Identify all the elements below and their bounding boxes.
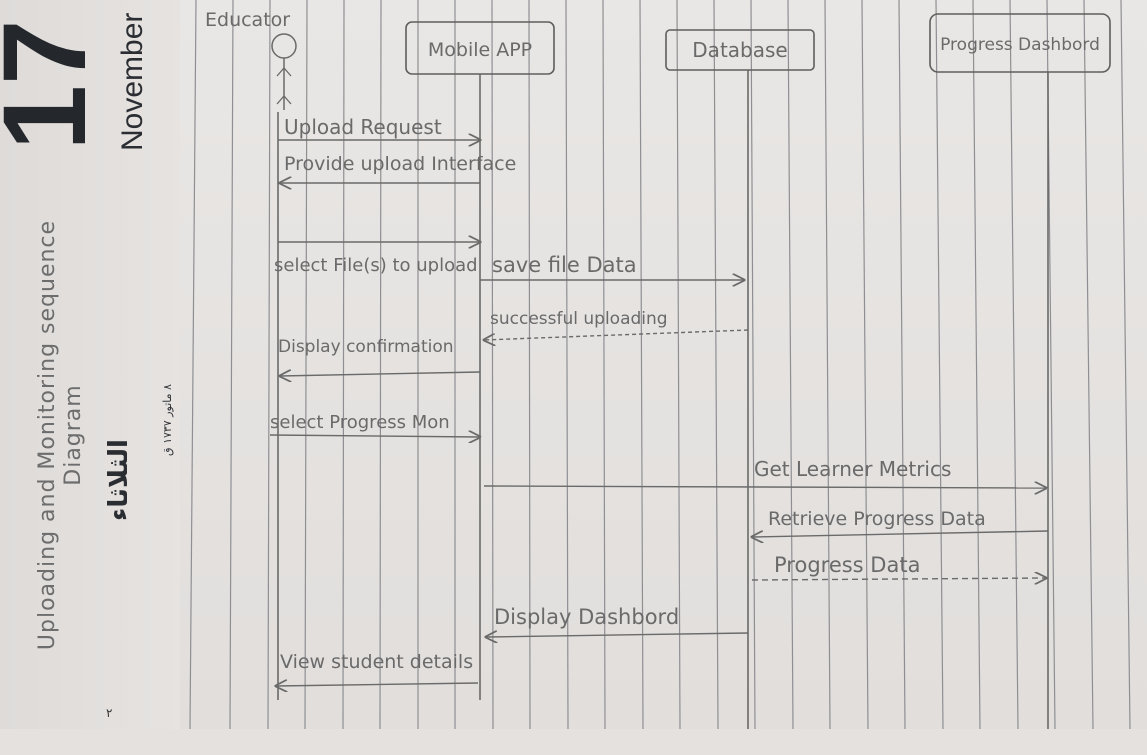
participant-dashboard: Progress Dashbord (929, 13, 1111, 73)
planner-margin: 17 November الثلاثاء ٨ ماتور ١٧٣٧ ق ٢ (0, 0, 180, 729)
actor-head-icon (271, 33, 297, 59)
message-m7-label: select Progress Mon (270, 412, 450, 433)
notebook-page: 17 November الثلاثاء ٨ ماتور ١٧٣٧ ق ٢ Up… (0, 0, 1147, 729)
corner-mark: ٢ (106, 706, 113, 720)
participant-actor-label: Educator (205, 9, 290, 31)
message-m2-label: Provide upload Interface (284, 153, 516, 175)
arrow-m6 (280, 372, 481, 376)
arrow-m10 (751, 578, 1046, 580)
message-m6-label: Display confirmation (278, 337, 454, 357)
message-m9-label: Retrieve Progress Data (768, 508, 986, 530)
message-m12-label: View student details (280, 651, 473, 673)
actor-educator: Educator (205, 9, 297, 110)
participant-database: Database (665, 29, 815, 71)
message-m10-label: Progress Data (774, 553, 920, 577)
sequence-diagram: Educator Mobile APP Database Progress Da… (189, 0, 1131, 729)
arrow-m8 (483, 486, 1046, 488)
arrow-m9 (752, 530, 1049, 537)
lifelines (277, 70, 1049, 729)
ruled-lines (189, 0, 1131, 729)
participant-mobile-app: Mobile APP (405, 21, 555, 75)
message-m11-label: Display Dashbord (494, 605, 679, 629)
message-m5-label: successful uploading (490, 309, 668, 329)
arrow-m7 (269, 435, 480, 437)
arrow-m12 (276, 683, 479, 686)
message-labels: Upload Request Provide upload Interface … (270, 115, 986, 673)
message-m4-label: save file Data (492, 253, 637, 277)
message-m3-label: select File(s) to upload (274, 255, 478, 276)
message-arrows (269, 140, 1049, 686)
arrow-m11 (486, 633, 749, 637)
participant-dashboard-label: Progress Dashbord (940, 35, 1100, 55)
arrow-m5 (484, 329, 749, 340)
participant-db-label: Database (692, 38, 787, 62)
message-m8-label: Get Learner Metrics (754, 457, 951, 481)
participant-app-label: Mobile APP (428, 39, 532, 61)
message-m1-label: Upload Request (284, 115, 442, 139)
